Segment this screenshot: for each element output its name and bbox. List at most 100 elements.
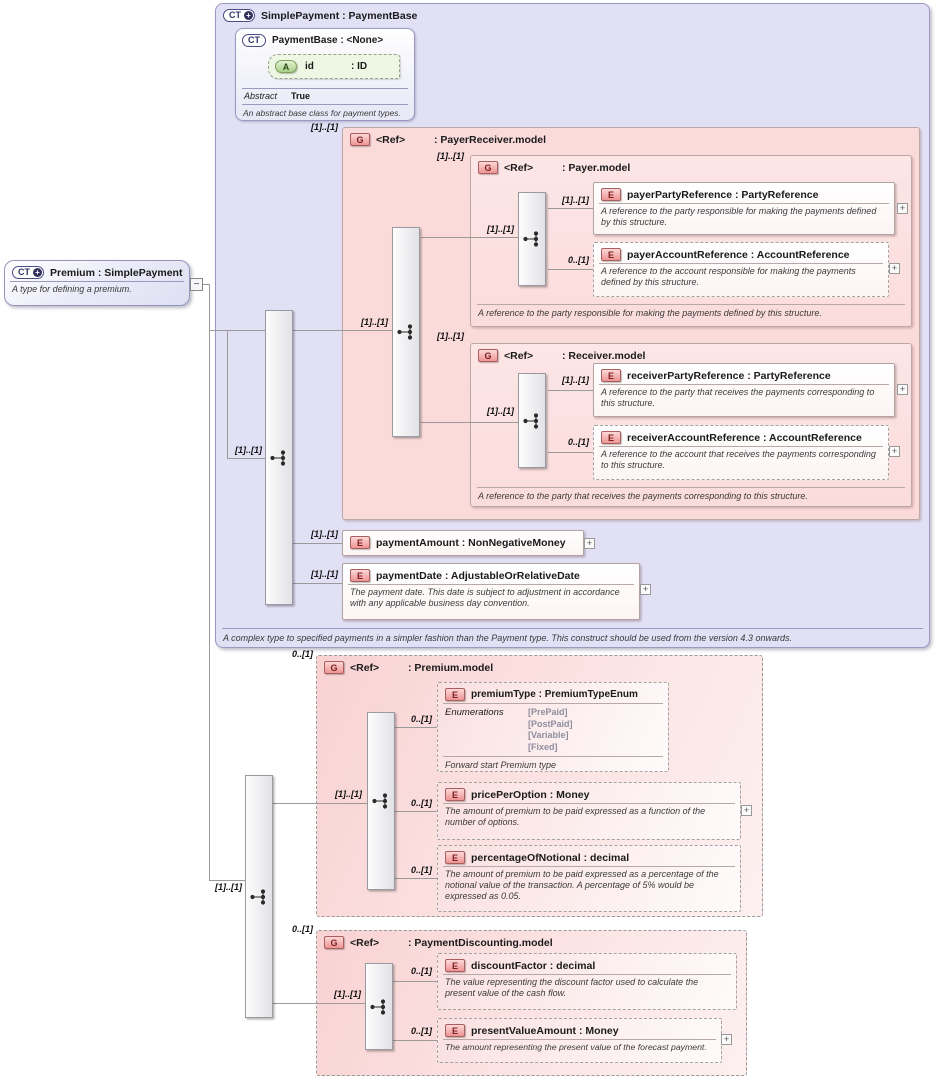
group-header: G <Ref> : PayerReceiver.model — [343, 128, 919, 148]
expand-icon[interactable]: + — [640, 584, 651, 595]
element-icon: E — [445, 788, 465, 801]
element-pricePerOption[interactable]: E pricePerOption : Money The amount of p… — [437, 782, 741, 840]
connector-line — [227, 330, 228, 458]
element-title: paymentAmount : NonNegativeMoney — [376, 536, 566, 549]
connector-line — [293, 583, 342, 584]
element-icon: E — [445, 851, 465, 864]
divider — [222, 628, 923, 629]
element-header: E presentValueAmount : Money — [438, 1019, 721, 1039]
enumeration-value: [PostPaid] — [528, 718, 573, 729]
group-icon: G — [478, 349, 498, 362]
group-type: : Premium.model — [408, 661, 494, 674]
expand-icon[interactable]: + — [897, 384, 908, 395]
sequence-connector[interactable] — [245, 775, 273, 1018]
divider — [477, 304, 905, 305]
group-icon: G — [350, 133, 370, 146]
element-presentValueAmount[interactable]: E presentValueAmount : Money The amount … — [437, 1018, 722, 1063]
expand-icon[interactable]: + — [721, 1034, 732, 1045]
expand-icon[interactable]: + — [584, 538, 595, 549]
element-icon: E — [601, 369, 621, 382]
expand-icon[interactable]: + — [897, 203, 908, 214]
divider — [443, 1039, 716, 1040]
connector-line — [293, 543, 342, 544]
connector-line — [273, 1003, 365, 1004]
occurs-label: [1]..[1] — [335, 789, 362, 799]
receiver-footer: A reference to the party that receives t… — [478, 491, 808, 501]
collapse-icon[interactable]: − — [190, 278, 203, 291]
element-premiumType[interactable]: E premiumType : PremiumTypeEnum Enumerat… — [437, 682, 669, 772]
divider — [599, 446, 883, 447]
sequence-connector[interactable] — [365, 963, 393, 1050]
element-percentageOfNotional[interactable]: E percentageOfNotional : decimal The amo… — [437, 845, 741, 912]
sequence-connector[interactable] — [367, 712, 395, 890]
element-icon: E — [445, 1024, 465, 1037]
occurs-label: 0..[1] — [410, 1026, 432, 1036]
abstract-row: Abstract True — [244, 91, 310, 101]
occurs-label: [1]..[1] — [311, 569, 338, 579]
divider — [443, 703, 663, 704]
divider — [443, 974, 731, 975]
group-type: : Receiver.model — [562, 349, 646, 362]
element-payerAccountReference[interactable]: E payerAccountReference : AccountReferen… — [593, 242, 889, 297]
element-payerPartyReference[interactable]: E payerPartyReference : PartyReference A… — [593, 182, 895, 235]
connector-line — [209, 330, 392, 331]
group-ref: <Ref> — [504, 349, 534, 362]
element-title: pricePerOption : Money — [471, 788, 590, 801]
complex-type-icon: CT+ — [223, 9, 255, 22]
connector-line — [209, 880, 245, 881]
occurs-label: [1]..[1] — [487, 406, 514, 416]
connector-line — [548, 208, 593, 209]
element-receiverPartyReference[interactable]: E receiverPartyReference : PartyReferenc… — [593, 363, 895, 417]
element-title: discountFactor : decimal — [471, 959, 596, 972]
sequence-connector[interactable] — [392, 227, 420, 437]
expand-icon[interactable]: + — [741, 805, 752, 816]
element-paymentAmount[interactable]: E paymentAmount : NonNegativeMoney — [342, 530, 584, 556]
expand-icon[interactable]: + — [889, 446, 900, 457]
element-description: The amount of premium to be paid express… — [445, 806, 706, 827]
sequence-connector[interactable] — [265, 310, 293, 605]
group-header: G <Ref> : Receiver.model — [471, 344, 911, 364]
sequence-icon — [397, 324, 413, 340]
expand-icon[interactable]: + — [889, 263, 900, 274]
element-receiverAccountReference[interactable]: E receiverAccountReference : AccountRefe… — [593, 425, 889, 480]
paymentbase-description: An abstract base class for payment types… — [243, 108, 401, 118]
attribute-id[interactable]: A id : ID — [268, 54, 400, 79]
element-description: The amount representing the present valu… — [445, 1042, 707, 1052]
element-icon: E — [601, 248, 621, 261]
paymentbase-header: CT PaymentBase : <None> — [236, 29, 414, 49]
simplepayment-footer: A complex type to specified payments in … — [223, 633, 792, 643]
enumeration-value: [PrePaid] — [528, 707, 568, 717]
payer-footer: A reference to the party responsible for… — [478, 308, 822, 318]
complex-type-premium[interactable]: CT+ Premium : SimplePayment A type for d… — [4, 260, 190, 306]
element-discountFactor[interactable]: E discountFactor : decimal The value rep… — [437, 953, 737, 1010]
occurs-label: [1]..[1] — [334, 989, 361, 999]
group-ref: <Ref> — [376, 133, 406, 146]
divider — [348, 584, 634, 585]
premium-title: Premium : SimplePayment — [50, 266, 183, 279]
sequence-icon — [370, 998, 386, 1015]
sequence-connector[interactable] — [518, 192, 546, 286]
connector-line — [395, 811, 437, 812]
divider — [10, 281, 184, 282]
element-title: receiverAccountReference : AccountRefere… — [627, 431, 862, 444]
group-type: : PayerReceiver.model — [434, 133, 547, 146]
divider — [599, 263, 883, 264]
sequence-icon — [250, 888, 266, 905]
element-icon: E — [350, 536, 370, 549]
group-icon: G — [324, 936, 344, 949]
element-icon: E — [601, 188, 621, 201]
group-header: G <Ref> : Payer.model — [471, 156, 911, 176]
sequence-connector[interactable] — [518, 373, 546, 468]
occurs-label: 0..[1] — [291, 649, 313, 659]
complex-type-paymentbase[interactable]: CT PaymentBase : <None> A id : ID Abstra… — [235, 28, 415, 121]
occurs-label: 0..[1] — [410, 714, 432, 724]
occurs-label: 0..[1] — [410, 966, 432, 976]
complex-type-icon-label: CT — [229, 10, 241, 20]
element-header: E paymentDate : AdjustableOrRelativeDate — [343, 564, 639, 584]
abstract-value: True — [291, 91, 311, 101]
element-title: receiverPartyReference : PartyReference — [627, 369, 831, 382]
attribute-type: : ID — [351, 61, 368, 72]
occurs-label: [1]..[1] — [437, 331, 464, 341]
enumeration-value: [Fixed] — [528, 741, 558, 752]
element-paymentDate[interactable]: E paymentDate : AdjustableOrRelativeDate… — [342, 563, 640, 620]
